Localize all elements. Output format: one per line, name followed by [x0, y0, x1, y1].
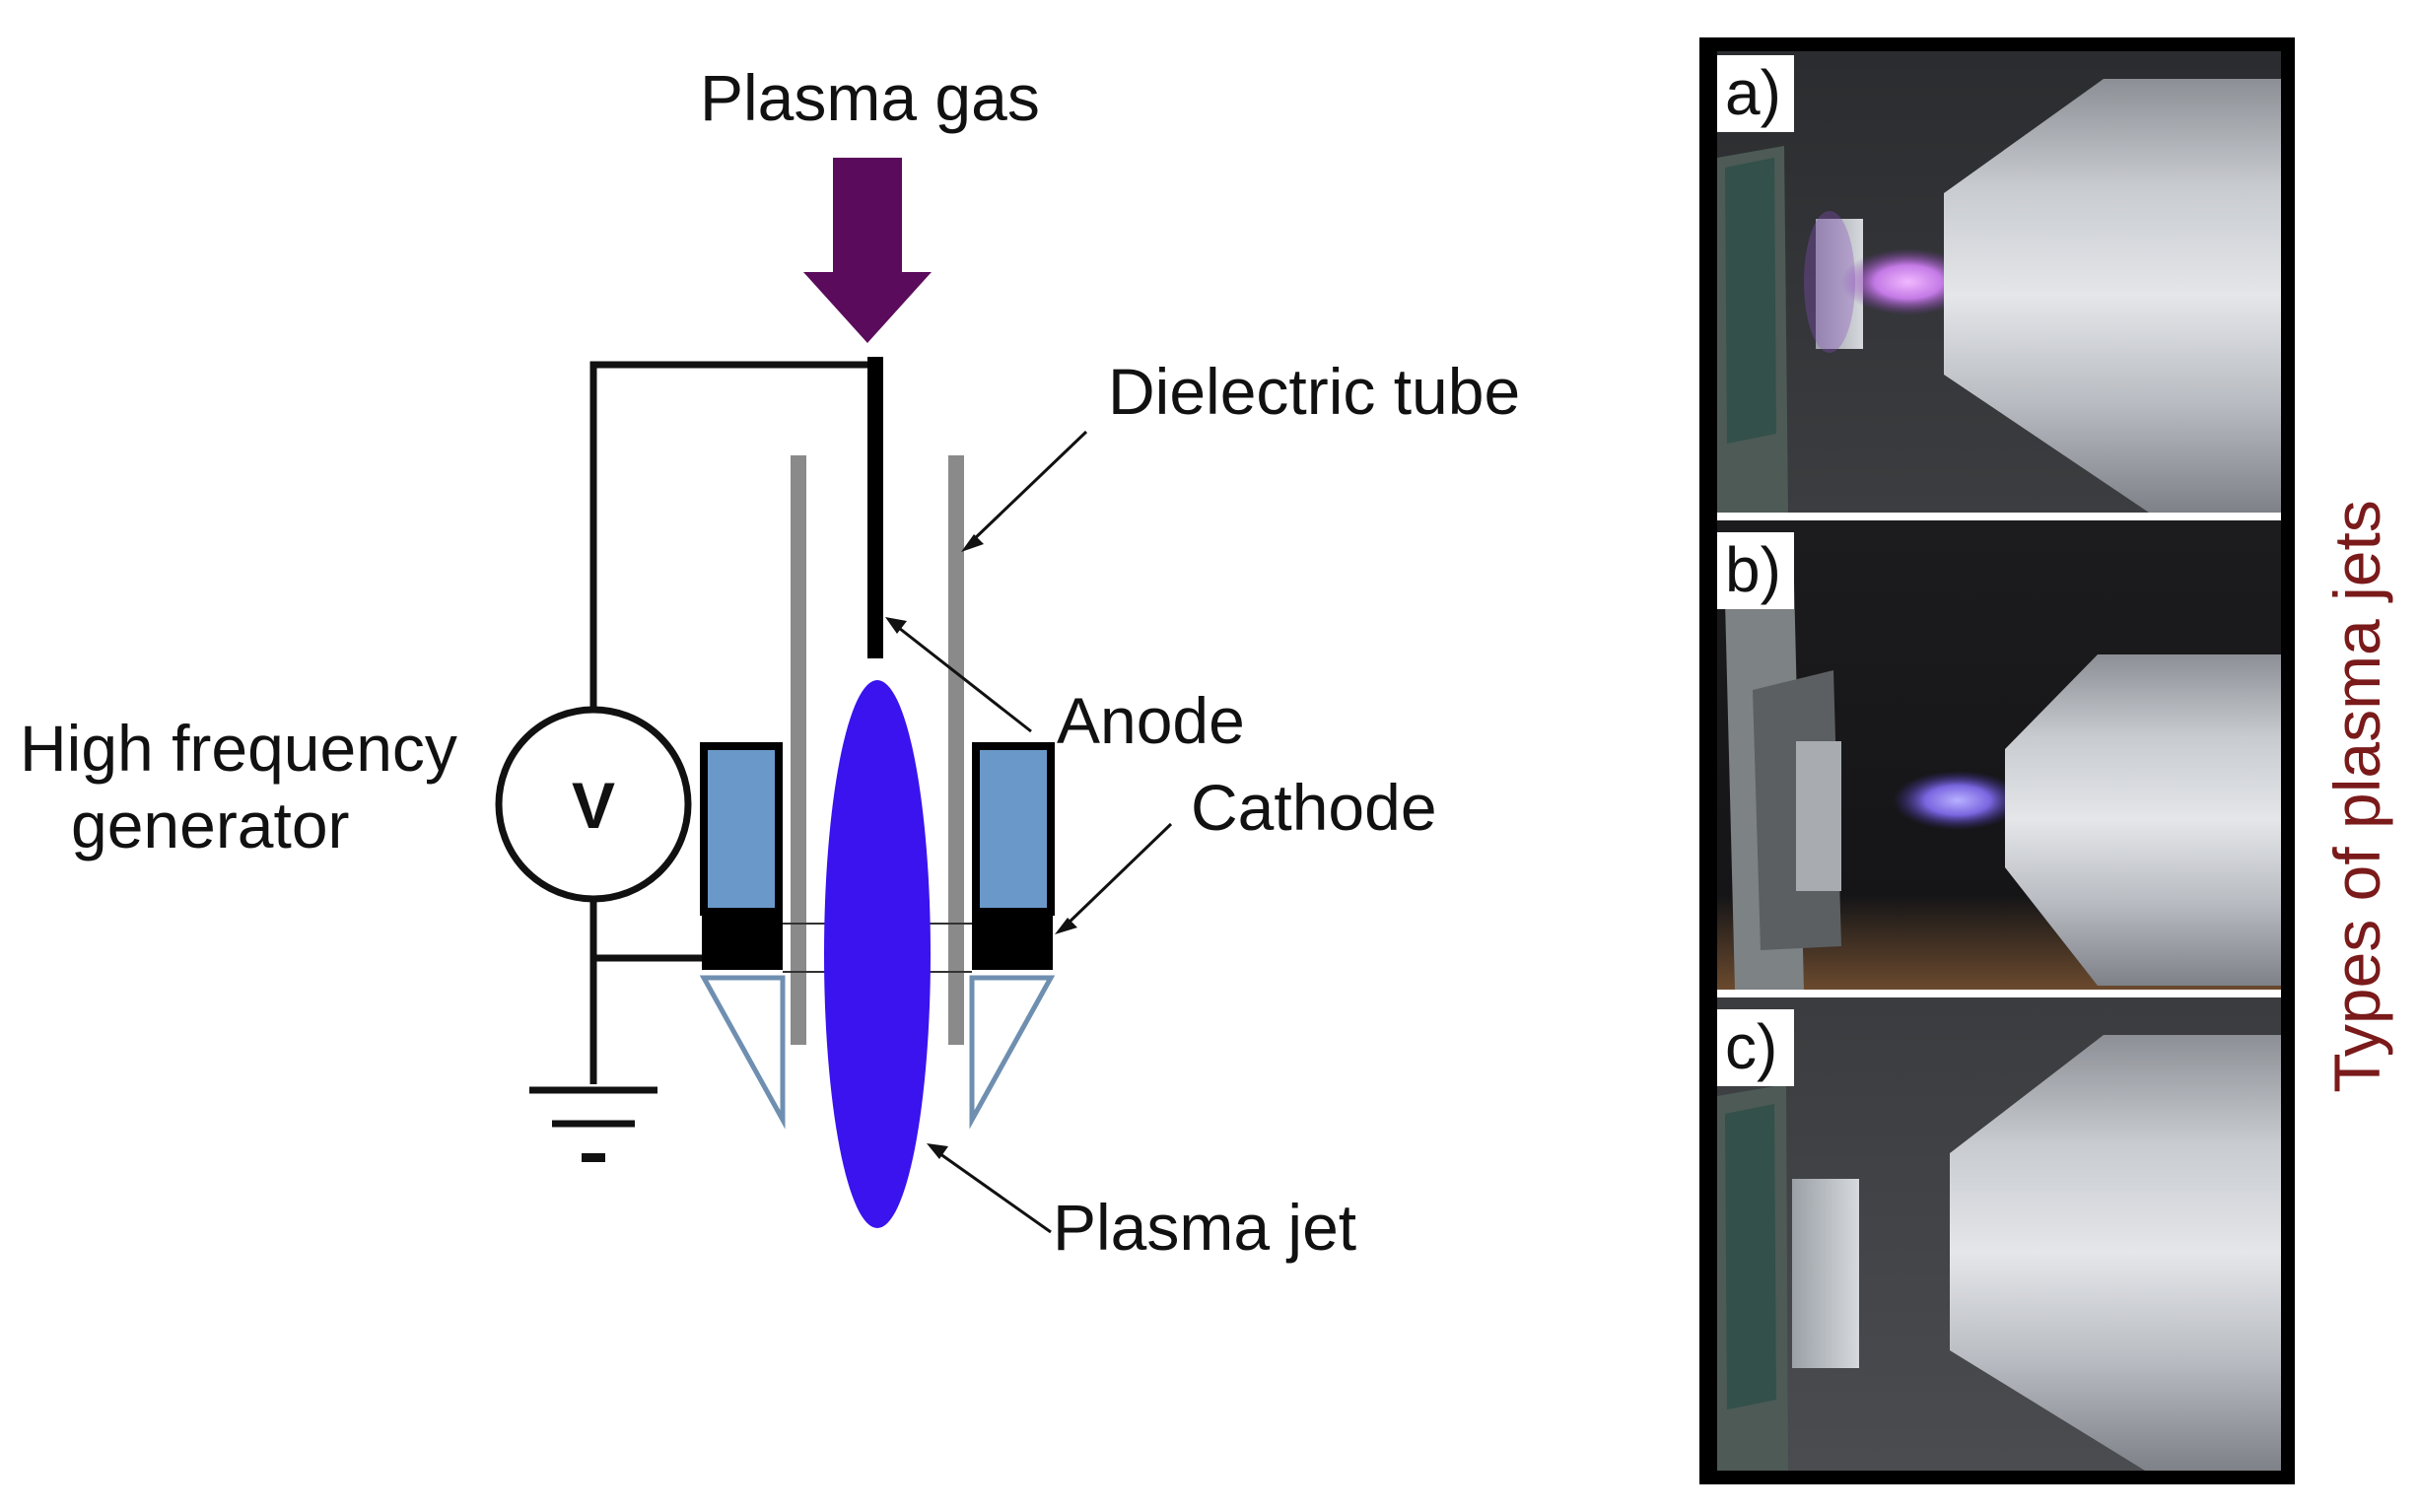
- nozzle-right: [969, 975, 1056, 1130]
- photo-panel-b-label: b): [1725, 534, 1781, 605]
- cathode-right: [972, 742, 1055, 970]
- cathode-left: [700, 742, 783, 970]
- anode-label: Anode: [1057, 684, 1245, 757]
- photo-panel-a-label-box: [1717, 55, 1794, 132]
- plasma-gas-arrow-icon: [803, 158, 932, 343]
- pointer-arrows: [885, 430, 1173, 1234]
- voltmeter-label: V: [572, 769, 615, 842]
- generator-label-line-1: High frequency: [20, 712, 457, 785]
- dielectric-tube-label: Dielectric tube: [1108, 355, 1520, 428]
- photo-panel-b: b): [1717, 520, 2281, 990]
- circuit-wires: [589, 361, 871, 1084]
- photo-panel-a: a): [1717, 51, 2281, 513]
- photo-panel-b-label-box: [1717, 532, 1794, 609]
- plasma-jet-photos: a) b) c) Types of plasma jet: [1699, 37, 2393, 1484]
- photo-panel-c-label-box: [1717, 1009, 1794, 1086]
- plasma-gas-label: Plasma gas: [700, 61, 1040, 134]
- photo-panel-a-label: a): [1725, 57, 1781, 128]
- dielectric-tube-left-wall: [791, 455, 806, 1045]
- anode-rod: [867, 357, 883, 658]
- photo-panel-c-label: c): [1725, 1011, 1777, 1082]
- generator-label-line-2: generator: [71, 789, 350, 861]
- plasma-jet-shape: [824, 680, 931, 1228]
- photos-side-label: Types of plasma jets: [2320, 500, 2393, 1093]
- dielectric-tube-right-wall: [948, 455, 964, 1045]
- nozzle-left: [699, 975, 786, 1130]
- plasma-jet-label: Plasma jet: [1053, 1191, 1356, 1264]
- photo-panel-c: c): [1717, 997, 2281, 1471]
- cathode-label: Cathode: [1191, 771, 1437, 844]
- plasma-jet-schematic: Plasma gas V High frequency generator: [20, 61, 1520, 1264]
- voltmeter-icon: V: [495, 706, 692, 903]
- ground-icon: [529, 1086, 657, 1162]
